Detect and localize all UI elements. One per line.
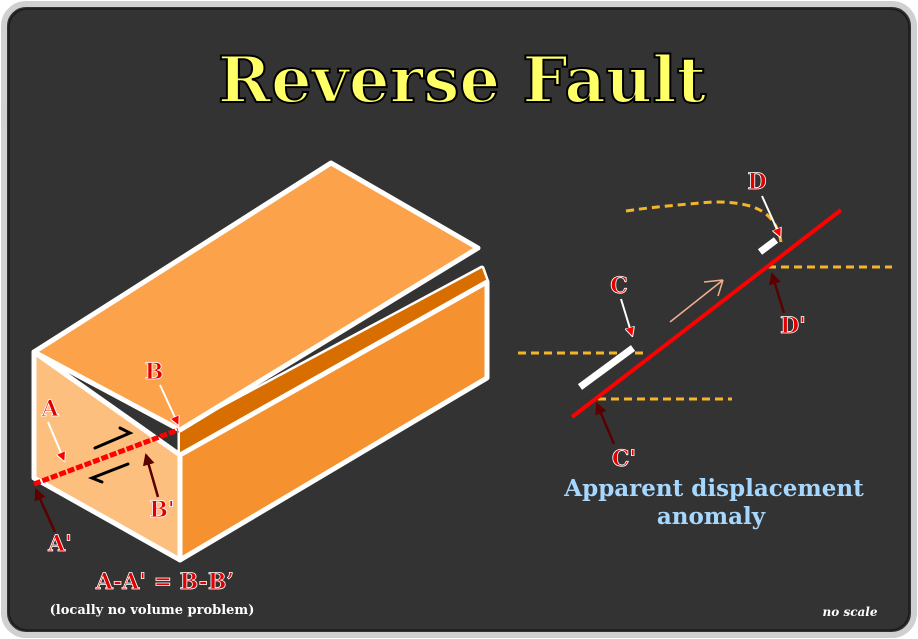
hangingwall-top-face — [31, 160, 481, 433]
cross-section-diagram: C C' D D' — [518, 169, 892, 472]
white-bar-c — [577, 345, 636, 390]
label-c: C — [610, 273, 628, 299]
page-title: Reverse Fault — [218, 43, 707, 118]
arrow-d — [761, 195, 780, 236]
label-a-prime: A' — [47, 531, 72, 557]
arrow-d-prime — [769, 272, 786, 314]
footwall-top-face — [180, 268, 487, 455]
shear-sense-icon — [87, 426, 134, 484]
arrow-a-prime — [34, 488, 57, 533]
label-b: B — [145, 359, 164, 385]
arrow-b-prime — [142, 453, 160, 498]
caption-line-1: Apparent displacement — [563, 475, 864, 502]
arrow-c-prime — [595, 402, 616, 445]
block-side-face — [177, 279, 490, 563]
white-bar-d — [757, 237, 779, 255]
cross-section-fault-line — [570, 208, 843, 419]
label-d: D — [747, 169, 766, 195]
label-d-prime: D' — [780, 313, 806, 339]
bed-line-right-upper — [625, 200, 783, 243]
arrow-up-right-icon — [669, 279, 724, 323]
label-a: A — [40, 396, 59, 422]
equation-text: A-A' = B-B’ — [95, 569, 234, 595]
scale-note: no scale — [823, 605, 878, 619]
arrow-b — [159, 384, 178, 424]
caption-line-2: anomaly — [657, 503, 766, 530]
label-b-prime: B' — [149, 497, 174, 523]
label-c-prime: C' — [612, 446, 636, 472]
arrow-c — [620, 298, 632, 335]
equation-note: (locally no volume problem) — [50, 603, 255, 618]
fault-trace-line — [33, 427, 179, 487]
slide-frame-inner — [8, 8, 910, 631]
arrow-a — [47, 421, 64, 460]
